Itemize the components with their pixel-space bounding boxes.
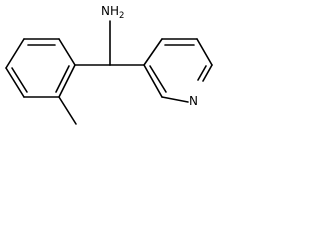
bond [143, 64, 163, 98]
structure-diagram: NH2 N [5, 4, 213, 125]
bond [5, 67, 25, 98]
bond [58, 64, 76, 98]
bond [196, 38, 213, 66]
bond [161, 96, 189, 103]
bond [202, 64, 213, 82]
pyridine-ring [143, 38, 213, 103]
bond [143, 38, 163, 66]
double-bond-inner [11, 67, 28, 93]
bond [58, 38, 76, 66]
amine-label: NH2 [101, 4, 124, 21]
amine-symbol: NH [101, 4, 119, 18]
methyl-bond [58, 96, 77, 125]
double-bond-inner [149, 65, 167, 93]
amine-subscript: 2 [119, 11, 124, 21]
pyridine-nitrogen-label: N [189, 94, 198, 108]
double-bond-inner [197, 65, 207, 81]
methylphenyl-ring [5, 38, 76, 98]
bond [5, 38, 25, 69]
double-bond-inner [55, 65, 70, 93]
